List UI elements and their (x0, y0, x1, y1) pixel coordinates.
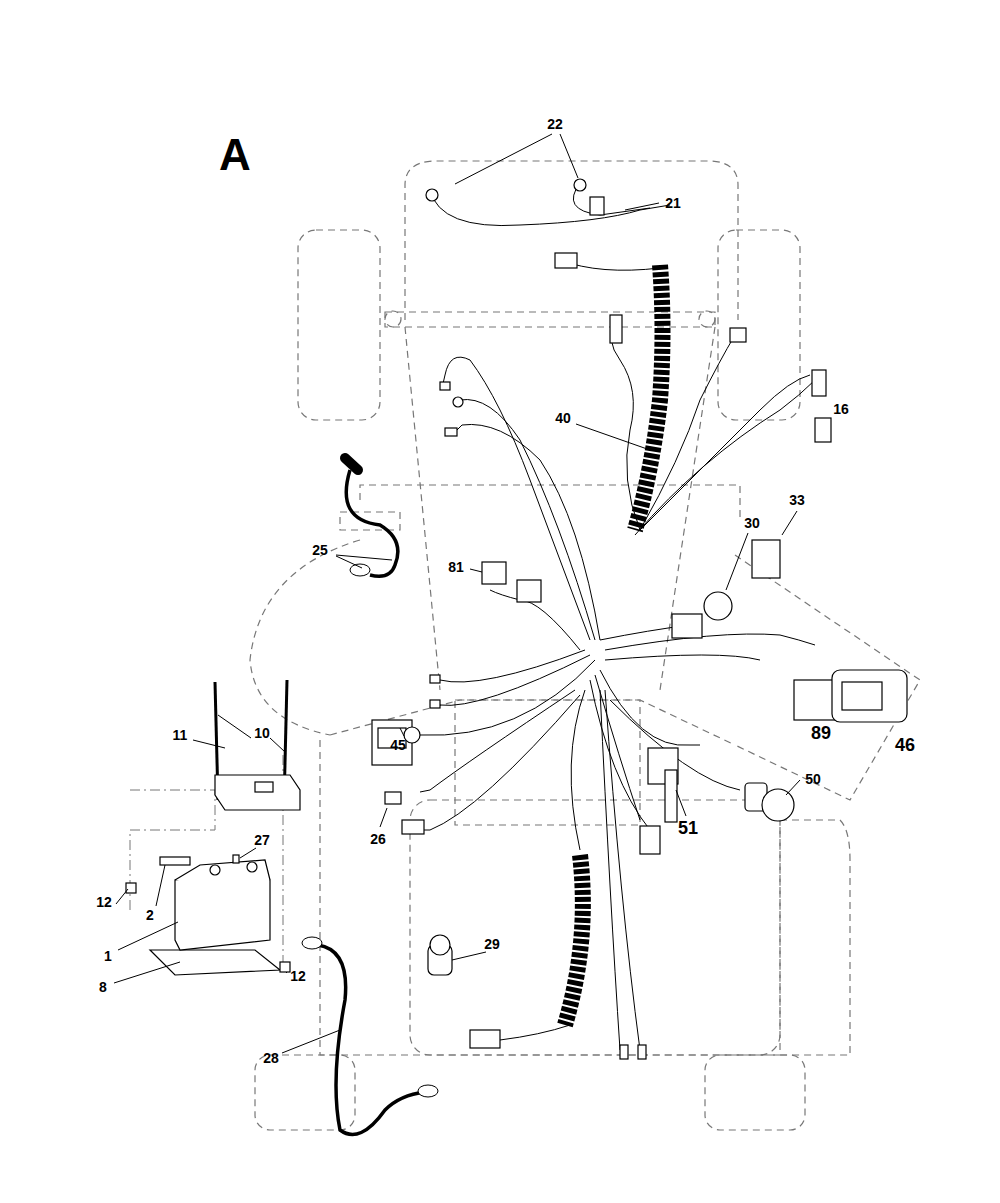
callout-number: 1 (104, 949, 112, 963)
callout-number: 46 (895, 736, 915, 754)
leader-lines (114, 134, 800, 1053)
callout-number: 12 (290, 969, 306, 983)
cables (302, 458, 438, 1135)
callout-number: 29 (484, 937, 500, 951)
callout-number: 30 (744, 516, 760, 530)
callout-number: 21 (665, 196, 681, 210)
callout-number: 45 (390, 738, 406, 752)
tractor-outline (250, 161, 920, 1130)
callout-number: 81 (448, 560, 464, 574)
callout-number: 25 (312, 543, 328, 557)
callout-number: 8 (99, 980, 107, 994)
callout-number: 16 (833, 402, 849, 416)
section-letter: A (219, 133, 251, 177)
callout-number: 50 (805, 772, 821, 786)
callout-number: 2 (146, 908, 154, 922)
callout-number: 51 (678, 819, 698, 837)
harness-coils (565, 265, 663, 1025)
callout-number: 89 (811, 724, 831, 742)
callout-number: 40 (555, 411, 571, 425)
callout-number: 11 (173, 728, 188, 742)
callout-number: 28 (263, 1051, 279, 1065)
callout-number: 12 (96, 895, 112, 909)
components (372, 179, 907, 1059)
callout-number: 26 (370, 832, 386, 846)
battery-mount-outline (130, 755, 283, 970)
harness-wires (412, 183, 815, 1050)
callout-number: 22 (547, 117, 563, 131)
callout-number: 33 (789, 493, 805, 507)
callout-number: 27 (254, 833, 270, 847)
callout-number: 10 (254, 726, 270, 740)
battery-assembly (126, 680, 300, 975)
